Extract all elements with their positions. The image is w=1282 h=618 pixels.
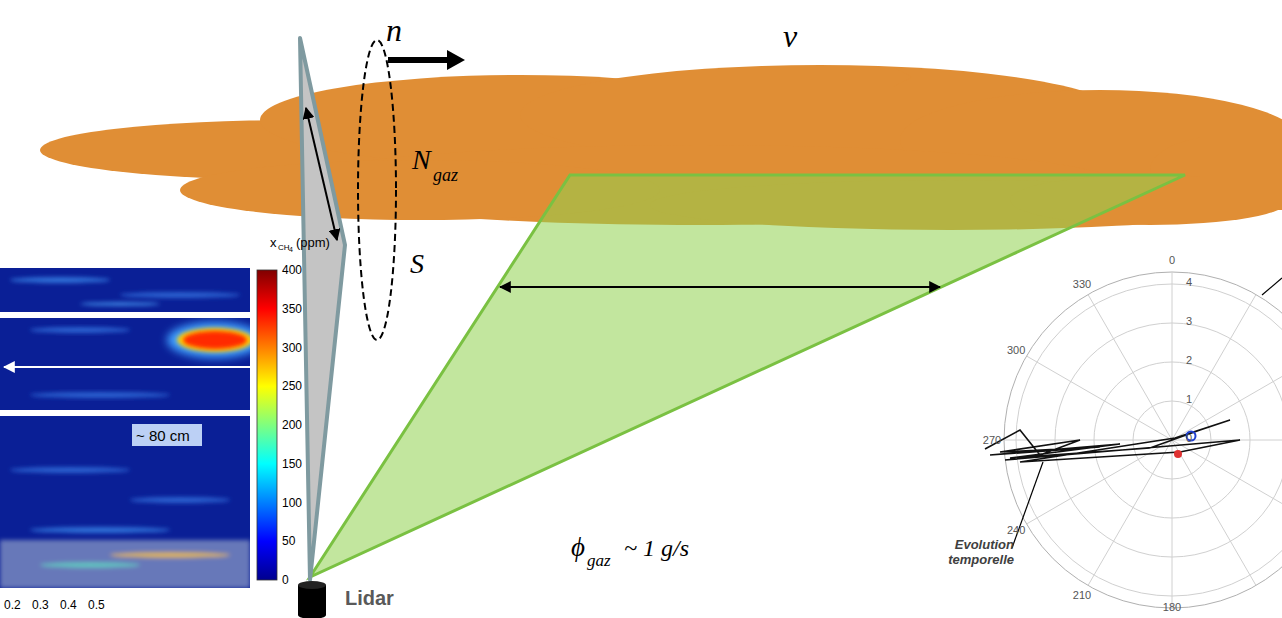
radius-tick: 2 [1186, 355, 1192, 366]
subscript: 4 [289, 246, 293, 253]
axis-tick: 0.3 [32, 599, 49, 611]
radius-tick: 4 [1186, 277, 1192, 288]
angle-tick: 300 [1007, 345, 1025, 356]
angle-tick: 180 [1163, 602, 1181, 613]
flux-label: ϕ [571, 534, 585, 561]
angle-tick: 0 [1169, 255, 1175, 266]
callout-note: Evolution temporelle [918, 538, 1014, 568]
colorbar-tick: 250 [282, 380, 302, 392]
vector-label: n⃗ [386, 14, 427, 46]
methane-heatmap [0, 268, 277, 588]
colorbar-tick: 150 [282, 458, 302, 470]
radius-tick: 0 [1186, 433, 1192, 444]
axis-tick: 0.2 [4, 599, 21, 611]
device-label: Lidar [345, 588, 394, 608]
section-plane [300, 38, 345, 580]
wind-arrow-head [893, 67, 912, 87]
colorbar-tick: 400 [282, 264, 302, 276]
normal-arrow [388, 57, 450, 63]
wind-arrow [738, 74, 895, 80]
polar-plot [1004, 272, 1282, 608]
axis-title: x [270, 236, 277, 249]
colorbar-tick: 0 [282, 574, 289, 586]
lidar-symbol [298, 581, 326, 618]
colorbar-tick: 300 [282, 342, 302, 354]
colorbar-tick: 350 [282, 303, 302, 315]
flux-surface [358, 40, 396, 340]
section-arrow [306, 108, 337, 240]
radius-tick: 1 [1186, 394, 1192, 405]
axis-unit: (ppm) [296, 236, 330, 249]
colorbar-tick: 50 [282, 535, 295, 547]
angle-tick: 330 [1073, 279, 1091, 290]
normal-arrow-head [447, 50, 465, 70]
symbol-label: N [412, 146, 431, 174]
colorbar-tick: 100 [282, 497, 302, 509]
angle-tick: 270 [983, 435, 1001, 446]
dimension-label: ~ 80 cm [136, 428, 190, 443]
colorbar-tick: 200 [282, 419, 302, 431]
angle-tick: 210 [1073, 590, 1091, 601]
symbol-label: S [410, 250, 424, 278]
flux-label: ~ 1 g/s [624, 536, 689, 560]
angle-tick: 240 [1007, 525, 1025, 536]
axis-tick: 0.5 [88, 599, 105, 611]
subscript: CH [278, 244, 290, 252]
flux-label: gaz [587, 552, 611, 569]
vector-label: v⃗ [783, 20, 822, 52]
leader-line [1262, 278, 1282, 295]
trajectory [985, 420, 1240, 462]
width-arrow [500, 286, 940, 288]
axis-tick: 0.4 [60, 599, 77, 611]
scan-sector [310, 175, 1185, 577]
subscript: gaz [433, 166, 458, 184]
radius-tick: 3 [1186, 316, 1192, 327]
